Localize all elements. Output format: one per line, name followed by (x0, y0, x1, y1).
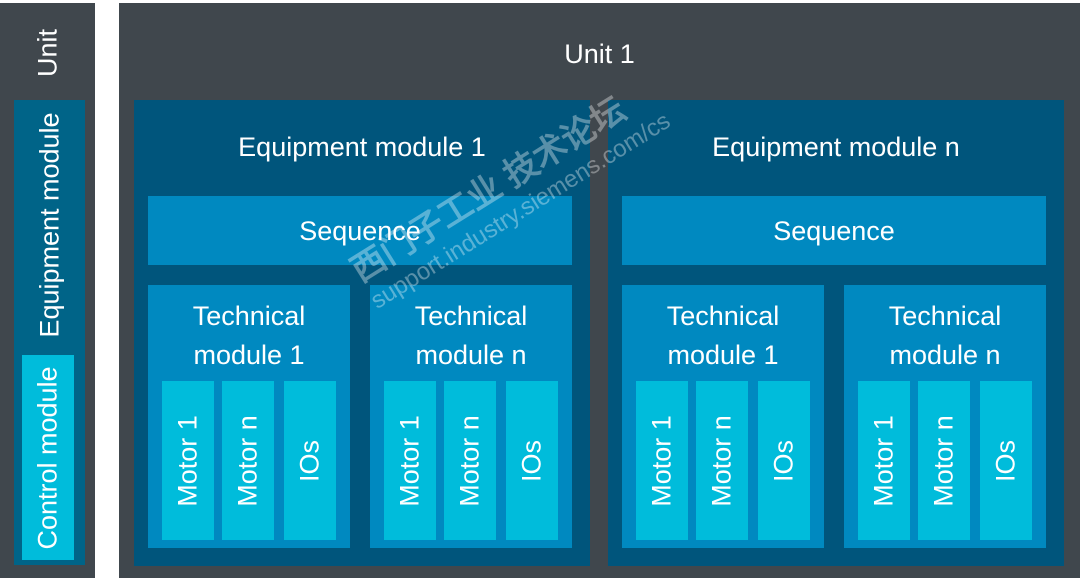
control-module: Motor n (696, 381, 748, 540)
technical-module: Technical module n Motor 1 Motor n IOs (844, 285, 1046, 548)
control-module-label: IOs (294, 439, 325, 482)
technical-module-title-line1: Technical (192, 301, 306, 331)
control-module: Motor 1 (162, 381, 214, 540)
sequence-box: Sequence (622, 196, 1046, 265)
control-module: IOs (506, 381, 558, 540)
control-module-label: Motor 1 (646, 414, 677, 507)
equipment-module: Equipment module 1 Sequence Technical mod… (134, 100, 590, 566)
control-module-label: Motor n (454, 414, 485, 507)
control-module-label: Motor 1 (868, 414, 899, 507)
technical-module-title-line2: module 1 (193, 340, 305, 370)
control-module: Motor n (444, 381, 496, 540)
technical-module-title-line2: module 1 (667, 340, 779, 370)
technical-module: Technical module 1 Motor 1 Motor n IOs (622, 285, 824, 548)
control-module-label: IOs (516, 439, 547, 482)
control-module-label: Motor n (232, 414, 263, 507)
equipment-module: Equipment module n Sequence Technical mod… (608, 100, 1064, 566)
legend-equipment-module-label: Equipment module (34, 112, 64, 338)
control-module-label: Motor n (706, 414, 737, 507)
sequence-box: Sequence (148, 196, 572, 265)
control-module: Motor 1 (858, 381, 910, 540)
legend-control-module: Control module (22, 355, 74, 560)
control-module: IOs (980, 381, 1032, 540)
sequence-label: Sequence (773, 216, 895, 246)
equipment-module-title: Equipment module n (712, 132, 960, 162)
technical-module: Technical module 1 Motor 1 Motor n IOs (148, 285, 350, 548)
technical-module: Technical module n Motor 1 Motor n IOs (370, 285, 572, 548)
control-module-label: IOs (990, 439, 1021, 482)
technical-module-title-line1: Technical (666, 301, 780, 331)
legend-equipment-module: Equipment module Control module (14, 100, 85, 565)
control-module: IOs (758, 381, 810, 540)
control-module: Motor 1 (384, 381, 436, 540)
legend-unit-label: Unit (32, 28, 62, 78)
technical-module-title-line2: module n (415, 340, 527, 370)
control-module: Motor n (918, 381, 970, 540)
legend-panel: Unit Equipment module Control module (0, 3, 95, 578)
technical-module-title-line1: Technical (414, 301, 528, 331)
control-module: IOs (284, 381, 336, 540)
control-module: Motor n (222, 381, 274, 540)
legend-control-module-label: Control module (32, 365, 63, 550)
control-module-label: Motor n (928, 414, 959, 507)
control-module-label: Motor 1 (394, 414, 425, 507)
equipment-module-title: Equipment module 1 (238, 132, 486, 162)
technical-module-title-line1: Technical (888, 301, 1002, 331)
control-module-label: IOs (768, 439, 799, 482)
control-module: Motor 1 (636, 381, 688, 540)
sequence-label: Sequence (299, 216, 421, 246)
technical-module-title-line2: module n (889, 340, 1001, 370)
unit-title: Unit 1 (564, 39, 635, 69)
control-module-label: Motor 1 (172, 414, 203, 507)
